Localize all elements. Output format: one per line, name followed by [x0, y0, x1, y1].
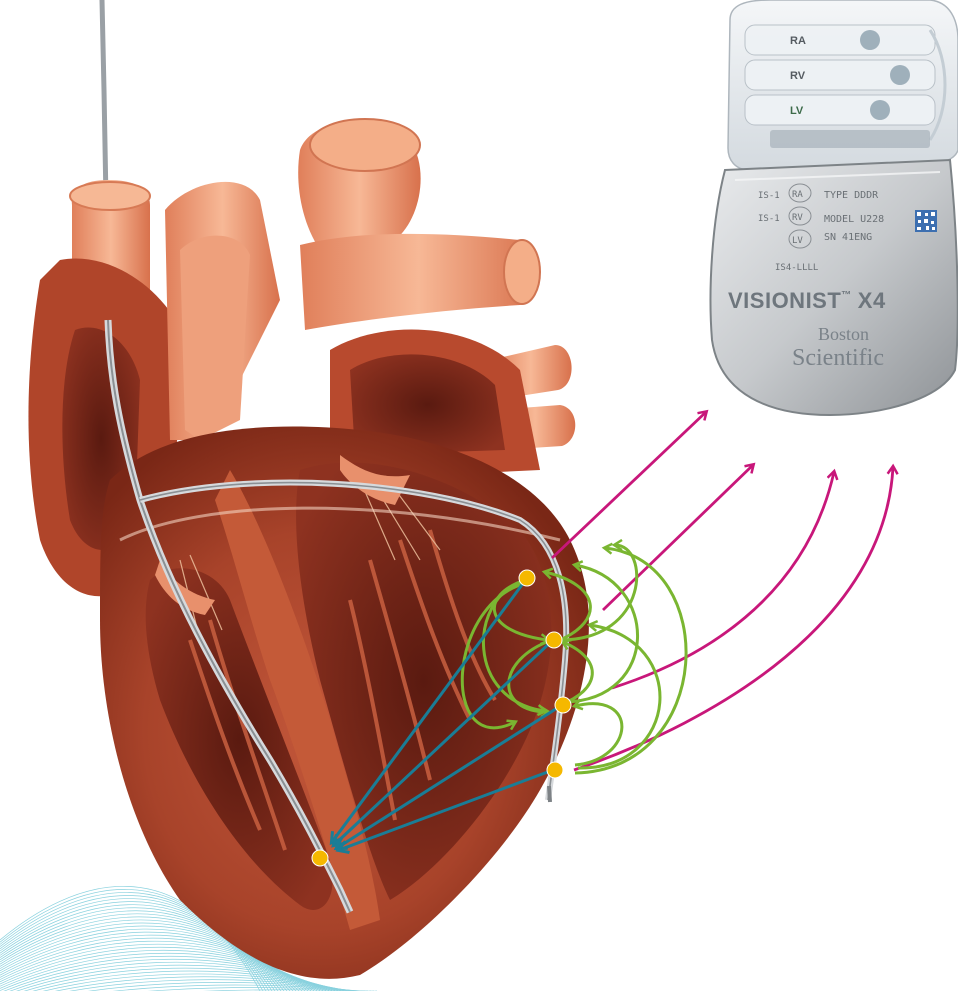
label-serial: SN 41ENG — [824, 232, 872, 243]
product-suffix: X4 — [858, 288, 886, 313]
rv-electrode — [312, 850, 328, 866]
barcode-icon — [915, 210, 937, 232]
label-model: MODEL U228 — [824, 214, 884, 225]
lv-electrode-3 — [555, 697, 571, 713]
pacemaker-device: RA RV LV IS-1 RA TYPE DDDR IS-1 RV MODEL… — [711, 0, 958, 415]
vectors-to-can — [552, 412, 893, 770]
label-port-ra: RA — [792, 190, 803, 200]
product-tm: ™ — [841, 290, 852, 301]
header-port-rv: RV — [790, 70, 806, 82]
lv-electrode-2 — [546, 632, 562, 648]
product-name: VISIONIST — [728, 288, 841, 313]
label-connector-code: IS4-LLLL — [775, 263, 818, 273]
brand-line-2: Scientific — [792, 345, 884, 371]
label-type: TYPE DDDR — [824, 190, 879, 201]
header-port-ra: RA — [790, 35, 806, 47]
heart-illustration — [28, 119, 588, 979]
header-port-lv: LV — [790, 105, 804, 117]
lv-electrode-4 — [547, 762, 563, 778]
label-port-rv: RV — [792, 213, 803, 223]
brand-line-1: Boston — [818, 324, 869, 344]
label-prefix-1: IS-1 — [758, 191, 780, 201]
vector-e1-can — [552, 412, 706, 558]
lv-electrode-1 — [519, 570, 535, 586]
label-prefix-2: IS-1 — [758, 214, 780, 224]
label-port-lv: LV — [792, 236, 803, 246]
